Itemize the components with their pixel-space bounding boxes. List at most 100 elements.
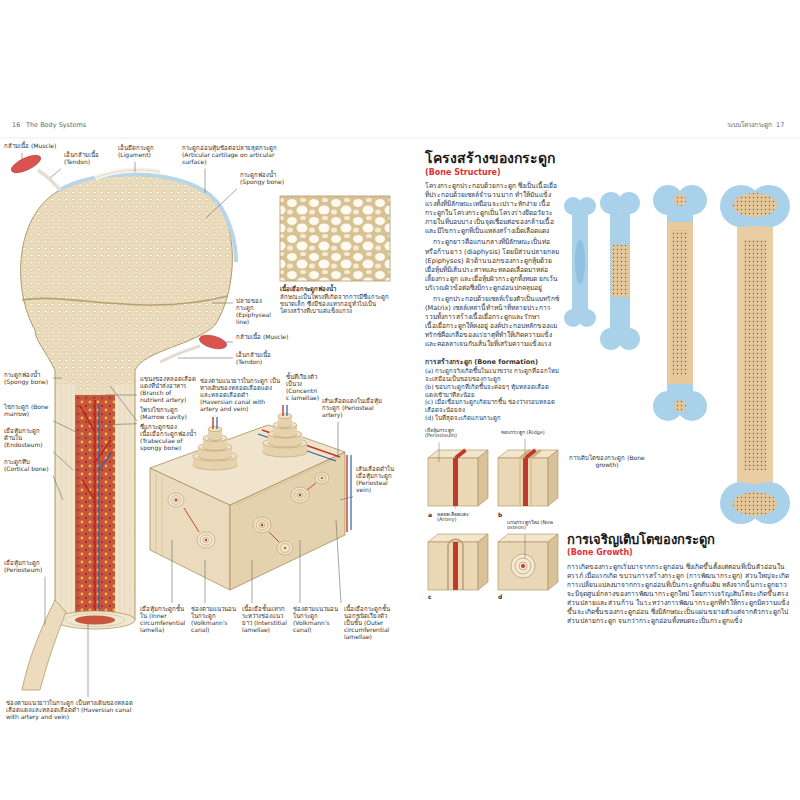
part-label: เยื่อหุ้มกระดูก (Periosteum) xyxy=(4,560,50,574)
compact-bone-block xyxy=(203,537,209,542)
artery-drawing xyxy=(521,564,525,568)
compact-bone-block xyxy=(284,547,286,549)
part-label: กล้ามเนื้อ (Muscle) xyxy=(236,334,298,341)
figure-letter: c xyxy=(428,594,436,601)
bone-formation-cube xyxy=(548,534,558,590)
osteon-cylinder xyxy=(208,427,222,432)
part-label: เอ็นกล้ามเนื้อ (Tendon) xyxy=(236,352,298,366)
muscle-drawing xyxy=(160,346,200,362)
leader-line xyxy=(205,169,206,193)
bone-growth-stage xyxy=(674,400,686,412)
compact-bone-block xyxy=(205,539,207,541)
bone-growth-stage xyxy=(737,222,773,488)
spongy-bone-inset xyxy=(280,196,390,281)
bone-growth-stage xyxy=(610,210,630,334)
bone-growth-stage xyxy=(733,193,777,217)
bone-growth-stage xyxy=(674,194,686,206)
section-heading: การเจริญเติบโตของกระดูก xyxy=(567,532,792,548)
compact-bone-block xyxy=(315,472,329,484)
femur-drawing xyxy=(75,616,115,625)
femur-drawing xyxy=(65,614,125,627)
bone-formation-cube xyxy=(428,450,488,458)
figure-letter: a xyxy=(428,512,436,519)
part-label: ซี่แกระดูกของเนื้อเยื่อกระดูกฟองน้ำ (Tra… xyxy=(140,424,196,452)
bone-growth-stage xyxy=(667,384,693,398)
compact-bone-block xyxy=(256,520,268,531)
leader-line xyxy=(45,577,46,625)
section-subheading: (Bone Growth) xyxy=(567,548,792,558)
part-label: กล้ามเนื้อ (Muscle) xyxy=(4,143,60,150)
body-paragraph: โครงกระดูกประกอบด้วยกระดูก ซึ่งเป็นเนื้อ… xyxy=(425,182,560,237)
part-label: เอ็นกล้ามเนื้อ (Tendon) xyxy=(64,152,114,166)
inset-caption-title: เนื้อเยื่อกระดูกฟองน้ำ xyxy=(280,286,392,293)
femur-drawing xyxy=(95,170,160,178)
bone-formation-cube xyxy=(428,458,478,506)
compact-bone-block xyxy=(156,474,157,553)
ridge-drawing xyxy=(448,539,463,590)
text-column: การเจริญเติบโตของกระดูก(Bone Growth)การเ… xyxy=(567,532,792,626)
leader-line xyxy=(53,452,73,470)
step-text: (c) เมื่อเชื่อมกระดูกเกิดมากขึ้น ช่องว่า… xyxy=(425,398,560,414)
bone-formation-cube xyxy=(428,450,488,506)
part-label: เยื่อหุ้มกระดูก (Periosteum) xyxy=(425,428,477,440)
compact-bone-block xyxy=(321,477,323,479)
part-label: ปลายของกระดูก (Epiphyseal line) xyxy=(236,298,278,326)
compact-bone-block xyxy=(277,541,293,555)
leader-line xyxy=(212,303,233,304)
leader-line xyxy=(95,424,137,425)
muscle-drawing xyxy=(38,170,60,190)
part-label: เส้นเลือดแดงในเยื่อหุ้มกระดูก (Periostea… xyxy=(322,398,396,419)
bone-growth-stage xyxy=(720,185,790,524)
part-label: หลอดเลือดแดง (Artery) xyxy=(437,512,485,524)
artery-drawing xyxy=(526,450,536,458)
bone-formation-cube xyxy=(498,458,548,506)
femur-drawing xyxy=(58,174,236,262)
subsection-heading: การสร้างกระดูก (Bone formation) xyxy=(425,358,560,367)
leader-line xyxy=(340,497,353,500)
part-label: กระดูกฟองน้ำ (Spongy bone) xyxy=(4,372,50,386)
bone-growth-stage xyxy=(667,210,693,396)
part-label: แขนงของหลอดเลือดแดงที่นำส่งอาหาร (Branch… xyxy=(140,376,196,404)
bone-formation-cube xyxy=(498,534,558,542)
bone-growth-stage xyxy=(564,197,596,327)
artery-drawing xyxy=(523,458,528,506)
bone-growth-stage xyxy=(653,185,707,421)
femur-drawing xyxy=(95,170,160,178)
text-column: โครงสร้างของกระดูก(Bone Structure)โครงกร… xyxy=(425,150,560,604)
femur-drawing xyxy=(66,386,67,619)
compact-bone-block xyxy=(350,455,351,530)
leader-line xyxy=(215,415,216,417)
compact-bone-block xyxy=(162,477,163,556)
leader-line xyxy=(135,162,136,172)
leader-line xyxy=(288,404,289,405)
page-number: 17 xyxy=(776,122,794,129)
part-label: กระดูกทึบ (Cortical bone) xyxy=(4,459,50,473)
compact-bone-block xyxy=(197,532,215,548)
header-rule xyxy=(0,138,800,139)
osteon-cylinder xyxy=(193,414,307,471)
leader-line xyxy=(224,342,233,343)
bone-growth-stage xyxy=(744,240,766,470)
part-label: เยื่อหุ้มกระดูกด้านใน (Endosteum) xyxy=(4,428,50,449)
bone-growth-stage xyxy=(720,185,790,524)
bone-formation-cube xyxy=(478,534,488,590)
leader-line xyxy=(525,534,526,558)
ridge-drawing xyxy=(520,458,531,506)
compact-bone-block xyxy=(168,472,329,555)
bone-growth-stage xyxy=(575,240,585,284)
leader-line xyxy=(53,421,92,440)
bone-growth-stage xyxy=(600,192,640,350)
bone-formation-cube xyxy=(428,534,488,542)
new-osteon-drawing xyxy=(511,554,535,578)
bone-growth-stage xyxy=(564,197,596,327)
part-label: ชั้นที่เรียงตัวเป็นวง (Concentric lamell… xyxy=(286,374,320,402)
leader-line xyxy=(110,386,137,421)
leader-line xyxy=(300,540,301,603)
femur-drawing xyxy=(99,404,112,618)
leader-line xyxy=(50,169,61,178)
femur-drawing xyxy=(120,386,121,619)
bone-growth-stage xyxy=(653,185,707,421)
bone-formation-figure: เยื่อหุ้มกระดูก (Periosteum)ขอบกระดูก (R… xyxy=(425,428,560,604)
